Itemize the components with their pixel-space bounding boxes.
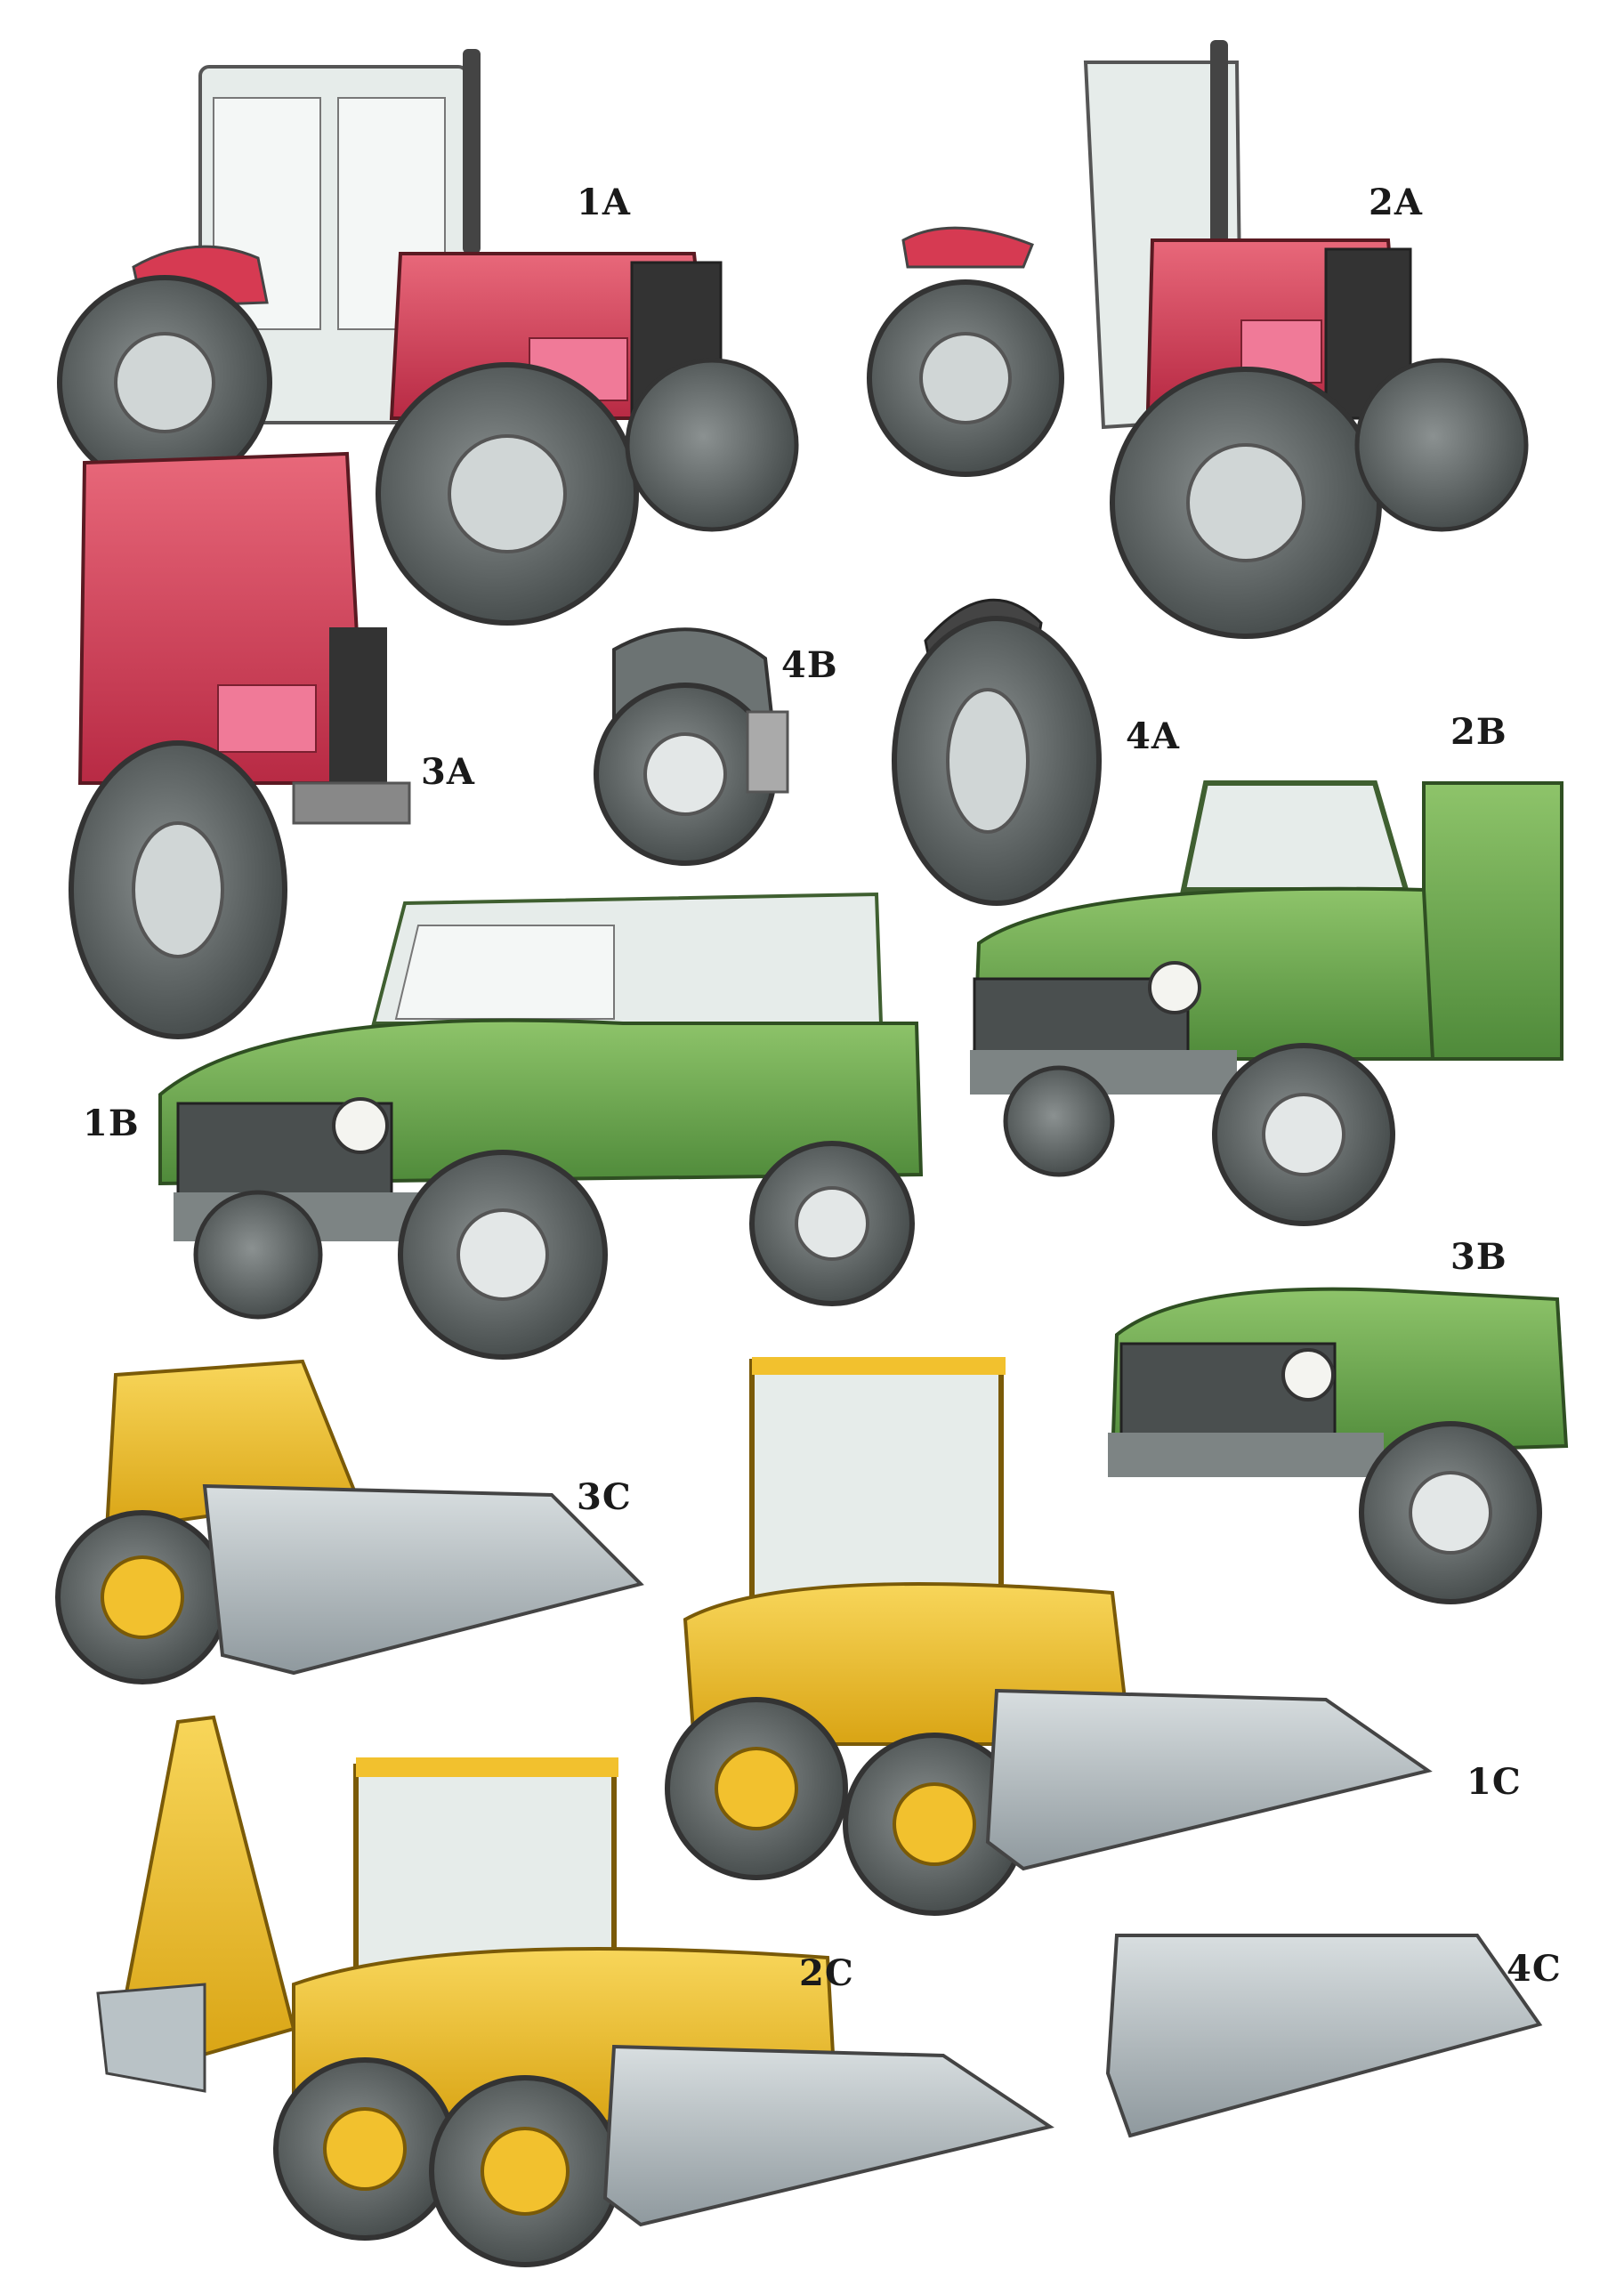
loader-3c [55, 1359, 644, 1684]
piece-label-3a: 3A [421, 751, 475, 793]
piece-label-4b: 4B [781, 644, 838, 686]
tractor-1a [57, 49, 799, 626]
piece-label-2b: 2B [1450, 711, 1507, 753]
offroader-1b [158, 892, 924, 1360]
piece-label-2a: 2A [1369, 182, 1423, 223]
piece-label-3c: 3C [577, 1476, 632, 1518]
piece-label-1b: 1B [83, 1103, 140, 1144]
piece-label-1a: 1A [577, 182, 631, 223]
backhoe-2c [96, 1715, 1054, 2267]
piece-label-4a: 4A [1126, 715, 1180, 757]
piece-label-2c: 2C [799, 1952, 854, 1994]
tractor-2a [867, 40, 1529, 639]
wheel-4a [892, 598, 1102, 906]
offroader-2b [970, 780, 1563, 1226]
wheel-4b [594, 627, 789, 866]
bucket-4c [1105, 1934, 1543, 2138]
offroader-3b [1108, 1287, 1569, 1604]
tractor-3a [69, 451, 411, 1039]
piece-label-3b: 3B [1450, 1236, 1507, 1278]
loader-1c [665, 1357, 1433, 1916]
piece-label-1c: 1C [1466, 1761, 1522, 1803]
piece-label-4c: 4C [1507, 1948, 1562, 1990]
